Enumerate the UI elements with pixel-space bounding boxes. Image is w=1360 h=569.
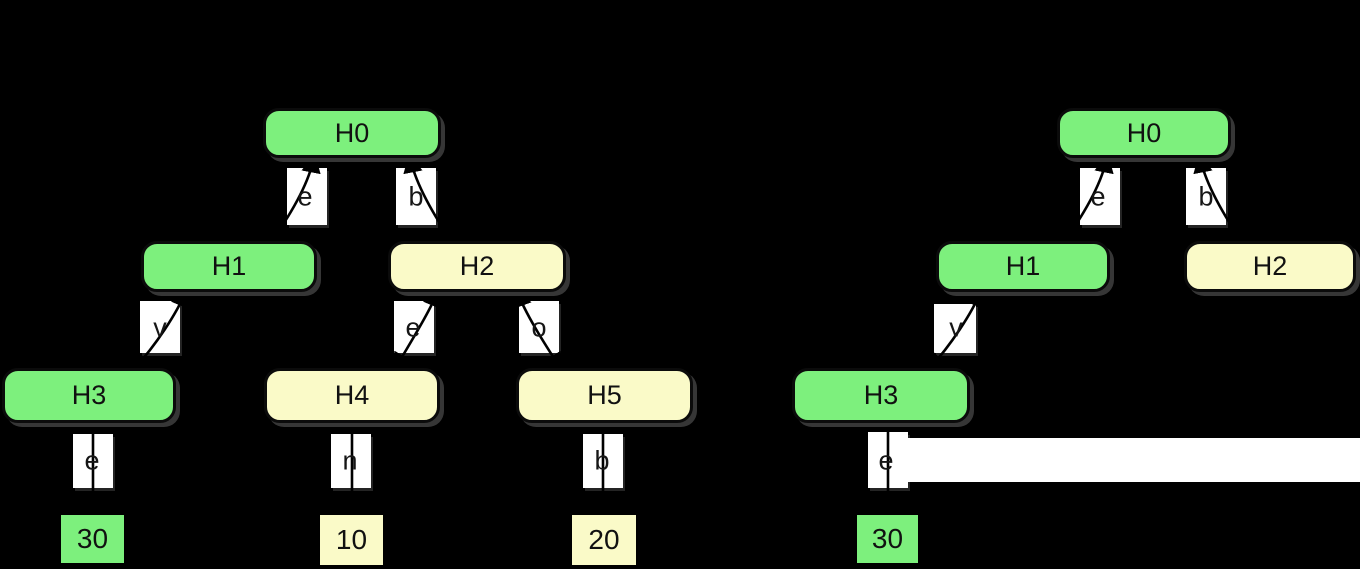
leaf-value: 20 [572, 515, 636, 565]
tree-node-h3: H3 [2, 368, 176, 423]
edge-l-h0-h2 [403, 153, 455, 246]
node-label: H0 [1126, 117, 1162, 148]
edge-label: o [531, 312, 547, 343]
leaf-label: 10 [335, 524, 368, 555]
node-label: H3 [71, 380, 107, 410]
node-label: H3 [863, 380, 899, 410]
whiteout-band [906, 438, 1360, 482]
node-label: H4 [334, 380, 370, 410]
leaf-value: 30 [857, 515, 918, 563]
tree-node-h1: H1 [141, 241, 317, 292]
edge-label: e [297, 181, 313, 212]
edge-l-h0-h1 [268, 153, 321, 246]
node-label: H0 [334, 117, 370, 148]
tree-node-h2: H2 [388, 241, 566, 292]
node-label: H1 [211, 251, 247, 281]
tree-node-h0-right: H0 [1057, 108, 1231, 158]
leaf-label: 30 [76, 523, 109, 554]
leaf-label: 20 [588, 524, 620, 555]
edge-label: b [408, 181, 424, 212]
edge-l-h1-h3 [131, 287, 190, 372]
edge-label: e [405, 312, 421, 343]
tree-node-h4: H4 [264, 368, 440, 423]
tree-node-h5: H5 [516, 368, 693, 423]
edge-label: e [878, 445, 894, 476]
tree-node-h0: H0 [263, 108, 441, 158]
leaf-label: 30 [871, 523, 904, 554]
edge-label: n [342, 445, 358, 476]
edge-label: e [84, 445, 100, 476]
node-label: H1 [1005, 251, 1041, 281]
edge-r-h1-h3 [926, 287, 985, 372]
edge-l-h2-h4 [393, 287, 442, 373]
edge-l-h2-h5 [513, 287, 564, 373]
edge-r-h0-h2 [1193, 153, 1245, 246]
edge-r-h0-h1 [1061, 153, 1114, 246]
tree-node-h2-right: H2 [1184, 241, 1356, 292]
edge-label: e [1090, 181, 1106, 212]
node-label: H5 [587, 380, 622, 410]
tree-node-h3-right: H3 [792, 368, 970, 423]
edge-label: v [153, 312, 167, 343]
edge-label: b [1198, 181, 1214, 212]
node-label: H2 [1252, 251, 1288, 281]
tree-node-h1-right: H1 [936, 241, 1110, 292]
leaf-value: 10 [320, 515, 383, 565]
edge-label: b [594, 445, 610, 476]
node-label: H2 [459, 251, 495, 281]
leaf-value: 30 [61, 515, 124, 563]
edge-label: v [949, 312, 963, 343]
